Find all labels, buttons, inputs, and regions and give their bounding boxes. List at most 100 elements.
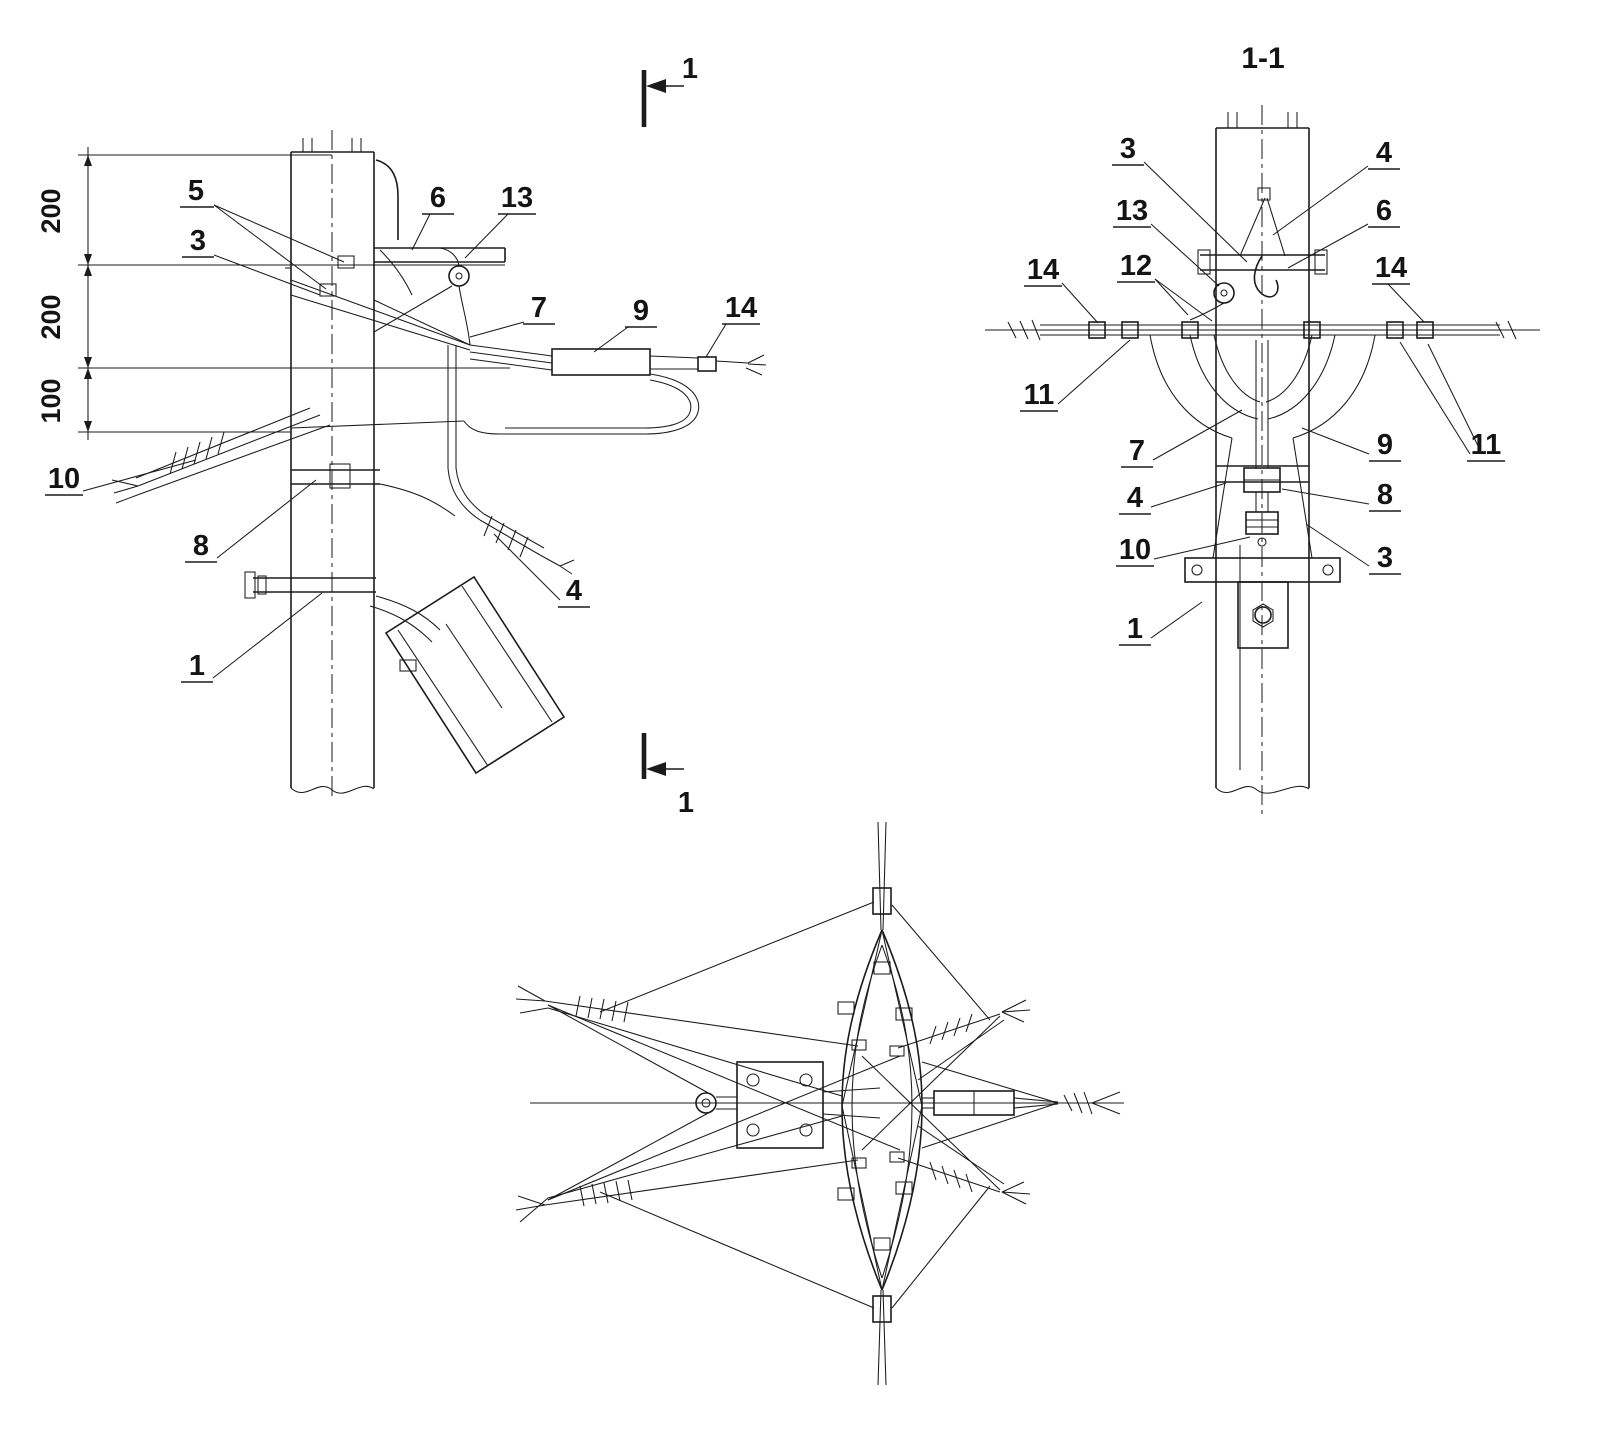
callout-6-label: 6 <box>430 182 446 214</box>
callout-12-section: 12 <box>1117 250 1213 322</box>
callout-5-label: 5 <box>188 175 204 207</box>
top-crossing-guys <box>547 901 1001 1309</box>
callout-7-section: 7 <box>1121 409 1243 468</box>
callout-11-right-label: 11 <box>1471 429 1502 461</box>
side-upper-cables <box>290 159 471 351</box>
section-cut-label-bottom: 1 <box>678 787 694 819</box>
callout-10-section: 10 <box>1116 534 1251 567</box>
callout-3-bottom-label: 3 <box>1377 542 1393 574</box>
dimension-200-mid: 200 <box>36 294 66 339</box>
side-drop-cables <box>379 345 575 575</box>
section-pulley-13 <box>1213 282 1235 304</box>
dimension-200-top: 200 <box>36 188 66 233</box>
callout-8-label: 8 <box>193 530 209 562</box>
dimension-100: 100 <box>36 378 66 423</box>
callout-13-side: 13 <box>464 182 536 259</box>
callout-6-section-label: 6 <box>1376 195 1392 227</box>
section-upper-band <box>1189 187 1328 321</box>
callout-3-top-label: 3 <box>1120 133 1136 165</box>
callout-9-label: 9 <box>633 295 649 327</box>
section-view-title: 1-1 <box>1241 42 1284 75</box>
callout-5: 5 <box>180 175 345 290</box>
callout-14-side: 14 <box>705 292 760 358</box>
callout-7-section-label: 7 <box>1129 435 1145 467</box>
section-mid-band <box>1216 465 1309 483</box>
callout-14-left-label: 14 <box>1027 254 1059 286</box>
callout-4-side: 4 <box>493 533 590 608</box>
top-eye-loop <box>695 1092 717 1114</box>
callout-3-bottom: 3 <box>1305 523 1401 575</box>
wire-loop <box>463 373 700 435</box>
callout-10-label: 10 <box>48 463 80 495</box>
callout-3-side: 3 <box>182 225 321 296</box>
callout-13-section-label: 13 <box>1116 195 1148 227</box>
section-cut-marker-top: 1 <box>641 53 698 127</box>
side-wire-run <box>463 344 767 435</box>
side-dimensions: 200 200 100 <box>36 147 510 440</box>
top-guy-upper-left <box>515 985 859 1097</box>
side-view: 200 200 100 1 1 <box>36 53 767 819</box>
section-cut-marker-bottom: 1 <box>641 733 694 819</box>
pole-break-line <box>1215 785 1310 794</box>
callout-11-left: 11 <box>1020 339 1131 412</box>
callout-4-mid-label: 4 <box>1127 482 1143 514</box>
callout-9-section: 9 <box>1301 427 1401 462</box>
callout-9-side: 9 <box>593 295 657 353</box>
section-droop-cables <box>1149 334 1376 559</box>
section-cut-label-top: 1 <box>682 53 698 85</box>
top-guy-lower-right <box>897 1125 1031 1205</box>
section-pole <box>1215 105 1310 815</box>
side-insulator-10-bundle <box>111 407 465 504</box>
callout-1-side: 1 <box>181 592 323 683</box>
side-protection-tube <box>369 575 566 775</box>
callout-7-label: 7 <box>531 292 547 324</box>
callout-4-top-label: 4 <box>1376 137 1392 169</box>
callout-12-label: 12 <box>1120 250 1152 282</box>
callout-1-label: 1 <box>189 650 205 682</box>
top-main-run <box>872 821 892 1386</box>
top-view <box>515 821 1124 1386</box>
side-pole <box>290 130 375 800</box>
cable-sleeve-9 <box>551 348 651 376</box>
callout-9-section-label: 9 <box>1377 429 1393 461</box>
callout-6-section: 6 <box>1287 195 1400 269</box>
top-guy-upper-right <box>897 999 1031 1081</box>
suspension-hook <box>1253 255 1279 298</box>
callout-8-section-label: 8 <box>1377 479 1393 511</box>
top-sleeve-9 <box>921 1061 1124 1149</box>
section-anchor-clamp-8 <box>1243 467 1281 512</box>
side-bracket-6 <box>285 247 506 297</box>
callout-4-label: 4 <box>566 575 582 607</box>
side-bolt-band <box>244 571 376 599</box>
callout-14-left: 14 <box>1024 254 1099 324</box>
top-lens <box>837 929 923 1291</box>
pole-break-line <box>290 785 375 794</box>
callout-6-side: 6 <box>411 182 454 251</box>
callout-1-section-label: 1 <box>1127 613 1143 645</box>
callout-1-section: 1 <box>1119 601 1203 646</box>
section-clamp-10 <box>1239 511 1279 770</box>
callout-4-top: 4 <box>1272 137 1400 236</box>
top-anchor-plate <box>695 1061 881 1149</box>
top-guy-lower-left <box>515 1110 859 1223</box>
callout-11-right: 11 <box>1399 341 1505 462</box>
callout-13-section: 13 <box>1113 195 1220 287</box>
callout-13-label: 13 <box>501 182 533 214</box>
section-wire-line <box>985 319 1540 341</box>
callout-8-section: 8 <box>1281 479 1401 512</box>
callout-7-side: 7 <box>469 292 555 338</box>
callout-3-label: 3 <box>190 225 206 257</box>
callout-11-left-label: 11 <box>1024 379 1055 411</box>
callout-14-right: 14 <box>1372 252 1425 323</box>
side-pole-band-mid <box>291 463 380 489</box>
wire-clamp-14 <box>697 356 717 372</box>
callout-3-top: 3 <box>1112 133 1248 263</box>
callout-14-label: 14 <box>725 292 757 324</box>
callout-10-side: 10 <box>45 459 197 496</box>
callout-4-mid: 4 <box>1119 482 1227 515</box>
callout-8-side: 8 <box>185 479 317 563</box>
callout-14-right-label: 14 <box>1375 252 1407 284</box>
callout-10-section-label: 10 <box>1119 534 1151 566</box>
